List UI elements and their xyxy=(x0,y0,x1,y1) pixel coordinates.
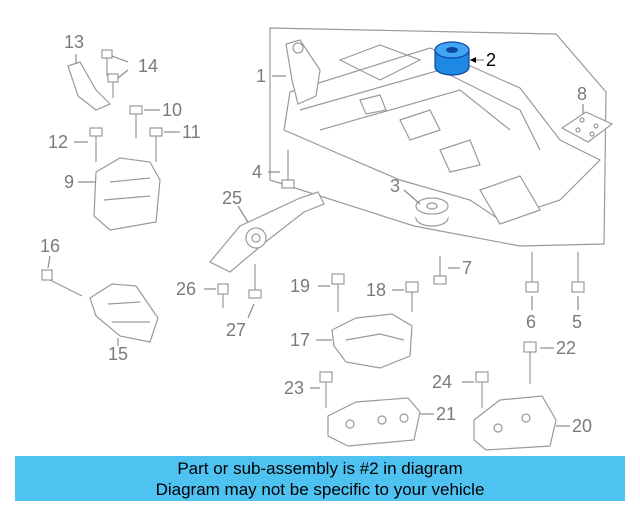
callout-13: 13 xyxy=(64,32,84,52)
part-3-bushing[interactable] xyxy=(403,189,449,227)
banner-line-2: Diagram may not be specific to your vehi… xyxy=(155,480,485,499)
callout-16: 16 xyxy=(40,236,60,256)
part-12-bolt[interactable] xyxy=(74,127,103,162)
banner-line-1: Part or sub-assembly is #2 in diagram xyxy=(177,459,463,478)
part-17-transmission-mount[interactable] xyxy=(316,313,413,369)
part-26-bolt[interactable] xyxy=(204,283,229,308)
parts-diagram: 1 2 3 4 5 6 7 8 9 10 11 12 13 14 15 16 1… xyxy=(40,27,614,451)
callout-15: 15 xyxy=(108,344,128,364)
info-banner: Part or sub-assembly is #2 in diagram Di… xyxy=(15,456,625,501)
part-4-bolt[interactable] xyxy=(268,150,295,189)
callout-2: 2 xyxy=(486,50,496,70)
callout-27: 27 xyxy=(226,320,246,340)
part-8-plate[interactable] xyxy=(560,104,614,143)
part-2-mount-bushing[interactable] xyxy=(434,41,470,76)
callout-14: 14 xyxy=(138,56,158,76)
callout-8: 8 xyxy=(577,84,587,104)
callout-21: 21 xyxy=(436,404,456,424)
part-7-bolt[interactable] xyxy=(433,256,460,285)
callout-6: 6 xyxy=(526,312,536,332)
part-23-bolt[interactable] xyxy=(310,371,333,408)
part-15-transmission-mount[interactable] xyxy=(89,283,159,346)
part-21-bracket[interactable] xyxy=(327,397,434,447)
part-14-bolts[interactable] xyxy=(101,49,129,98)
part-18-bolt[interactable] xyxy=(392,281,419,312)
callout-19: 19 xyxy=(290,276,310,296)
callout-9: 9 xyxy=(64,172,74,192)
callout-22: 22 xyxy=(556,338,576,358)
part-9-engine-mount[interactable] xyxy=(78,157,161,231)
part-13-bracket[interactable] xyxy=(67,54,112,111)
callout-25: 25 xyxy=(222,188,242,208)
part-25-torque-rod[interactable] xyxy=(209,191,325,273)
callout-11: 11 xyxy=(182,122,201,142)
callout-24: 24 xyxy=(432,372,452,392)
callout-1: 1 xyxy=(256,66,266,86)
callout-17: 17 xyxy=(290,330,310,350)
part-19-bolt[interactable] xyxy=(318,273,345,312)
part-5-bolt[interactable] xyxy=(571,252,585,310)
subframe-assembly xyxy=(269,27,607,247)
part-11-bolt[interactable] xyxy=(149,127,180,162)
callout-10: 10 xyxy=(162,100,182,120)
callout-7: 7 xyxy=(462,258,472,278)
part-22-bolt[interactable] xyxy=(523,341,554,384)
part-16-bolt[interactable] xyxy=(41,255,83,297)
callout-12: 12 xyxy=(48,132,68,152)
callout-26: 26 xyxy=(176,279,196,299)
part-10-bolt[interactable] xyxy=(129,105,160,138)
callout-5: 5 xyxy=(572,312,582,332)
part-6-bolt[interactable] xyxy=(525,252,539,310)
part-20-bracket[interactable] xyxy=(473,395,570,451)
callout-23: 23 xyxy=(284,378,304,398)
callout-20: 20 xyxy=(572,416,592,436)
part-24-bolt[interactable] xyxy=(462,371,489,408)
callout-4: 4 xyxy=(252,162,262,182)
callout-3: 3 xyxy=(390,176,400,196)
part-27-bolt[interactable] xyxy=(247,264,262,319)
callout-18: 18 xyxy=(366,280,386,300)
